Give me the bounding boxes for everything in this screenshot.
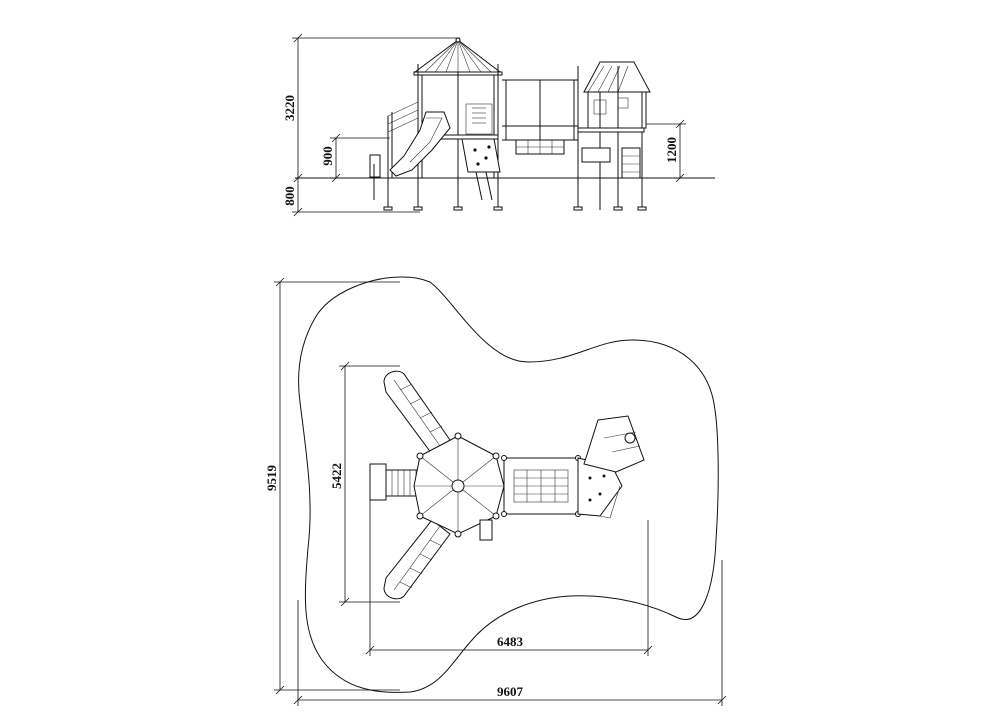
dimension-total-width: 9607 (293, 560, 727, 706)
dimension-foundation-depth: 800 (282, 178, 420, 217)
label-structure-width: 6483 (497, 634, 524, 649)
dimension-structure-width: 6483 (365, 470, 653, 656)
plan-step-deck (369, 463, 423, 501)
plan-slide-upper (383, 370, 451, 455)
label-right-platform-height: 1200 (664, 137, 679, 163)
plan-slide-lower (383, 519, 451, 600)
dimension-slide-height: 900 (320, 133, 390, 183)
label-foundation-depth: 800 (282, 186, 297, 206)
dimension-total-depth: 9519 (264, 277, 400, 695)
label-total-depth: 9519 (264, 465, 279, 492)
playhouse-tower (573, 61, 651, 211)
dimension-structure-depth: 5422 (329, 361, 400, 607)
plan-octagon-deck (413, 432, 505, 541)
label-total-width: 9607 (497, 684, 524, 699)
label-structure-depth: 5422 (329, 463, 344, 489)
plan-bridge (501, 455, 581, 517)
elevation-view: 3220 900 800 1200 (282, 33, 715, 217)
safety-zone-outline (298, 276, 719, 693)
slide (369, 101, 451, 211)
label-total-height: 3220 (282, 95, 297, 121)
tower-with-roof (413, 37, 503, 211)
plan-view: 9519 5422 6483 9607 (264, 276, 727, 706)
dimension-total-height: 3220 (282, 33, 460, 183)
plan-playhouse-deck (577, 415, 645, 519)
label-slide-height: 900 (320, 146, 335, 166)
bridge-section (502, 79, 578, 155)
